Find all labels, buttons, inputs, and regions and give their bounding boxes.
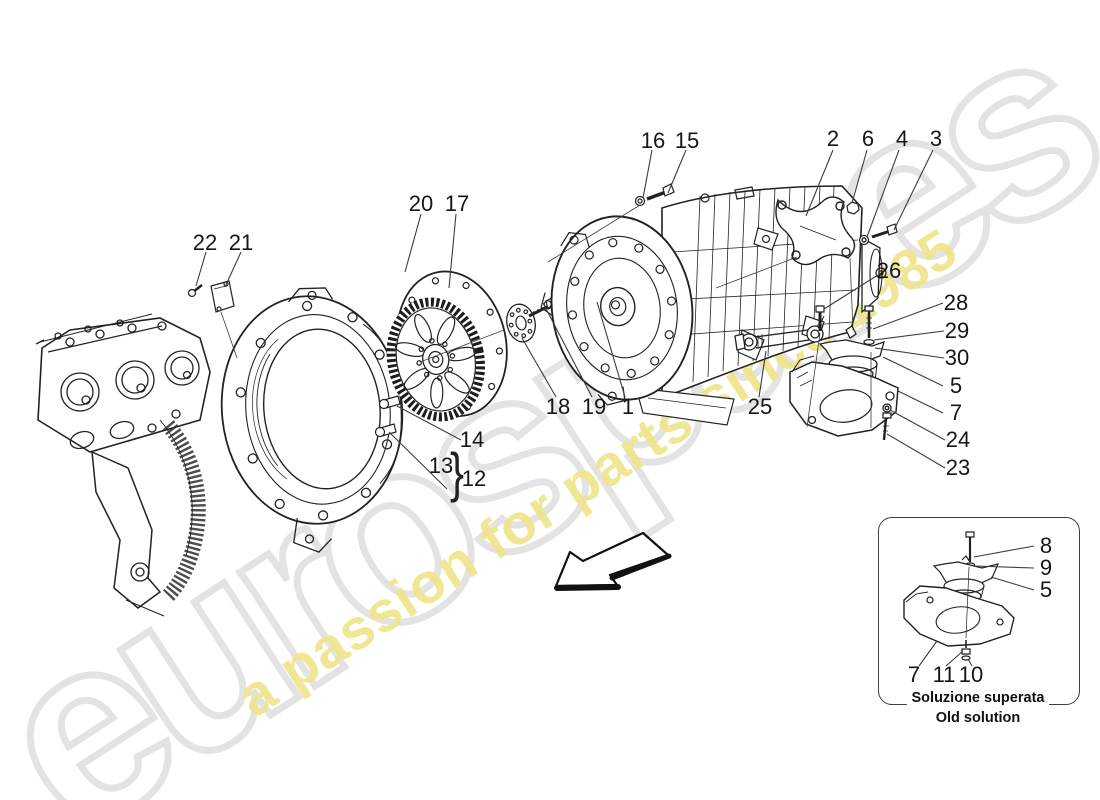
callout-old-9: 9 xyxy=(1039,555,1053,580)
callout-23: 23 xyxy=(945,455,971,480)
callout-22: 22 xyxy=(192,230,218,255)
callout-19: 19 xyxy=(581,394,607,419)
washer-4 xyxy=(858,234,870,246)
callout-30: 30 xyxy=(944,345,970,370)
callout-old-7: 7 xyxy=(907,662,921,687)
direction-arrow xyxy=(554,531,672,591)
callout-18: 18 xyxy=(545,394,571,419)
callout-7: 7 xyxy=(949,400,963,425)
callout-29: 29 xyxy=(944,318,970,343)
callout-24: 24 xyxy=(945,427,971,452)
callout-28: 28 xyxy=(943,290,969,315)
old-solution-caption-english: Old solution xyxy=(935,709,1021,726)
callout-4: 4 xyxy=(895,126,909,151)
callout-12: 12 xyxy=(461,466,487,491)
callout-5: 5 xyxy=(949,373,963,398)
callout-17: 17 xyxy=(444,191,470,216)
old-solution-caption: Soluzione superata Old solution xyxy=(878,689,1078,728)
bolt-15-washer-16 xyxy=(634,183,675,207)
leader-lines xyxy=(195,149,1035,667)
group-brace-13-12: } xyxy=(449,441,465,503)
callout-3: 3 xyxy=(929,126,943,151)
callout-13: 13 xyxy=(428,453,454,478)
bolt-22-plate-21 xyxy=(187,280,235,313)
flywheel xyxy=(386,270,508,422)
callout-6: 6 xyxy=(861,126,875,151)
mount-bracket-2 xyxy=(775,196,898,266)
old-solution-drawing xyxy=(903,531,1015,661)
callout-2: 2 xyxy=(826,126,840,151)
callout-25: 25 xyxy=(747,394,773,419)
housing-bolts xyxy=(374,395,401,438)
callout-14: 14 xyxy=(459,427,485,452)
callout-old-8: 8 xyxy=(1039,533,1053,558)
callout-15: 15 xyxy=(674,128,700,153)
callout-21: 21 xyxy=(228,230,254,255)
callout-26: 26 xyxy=(876,258,902,283)
old-solution-caption-italian: Soluzione superata xyxy=(906,689,1050,709)
nut-6 xyxy=(846,201,860,215)
callout-old-5: 5 xyxy=(1039,577,1053,602)
bell-housing xyxy=(220,287,404,553)
callout-1: 1 xyxy=(621,394,635,419)
callout-20: 20 xyxy=(408,191,434,216)
callout-16: 16 xyxy=(640,128,666,153)
spacer-plate xyxy=(506,303,536,343)
callout-old-11: 11 xyxy=(932,662,956,687)
bolt-26 xyxy=(815,305,825,331)
callout-old-10: 10 xyxy=(958,662,984,687)
engine-block xyxy=(35,313,211,617)
bolt-3 xyxy=(871,223,898,239)
